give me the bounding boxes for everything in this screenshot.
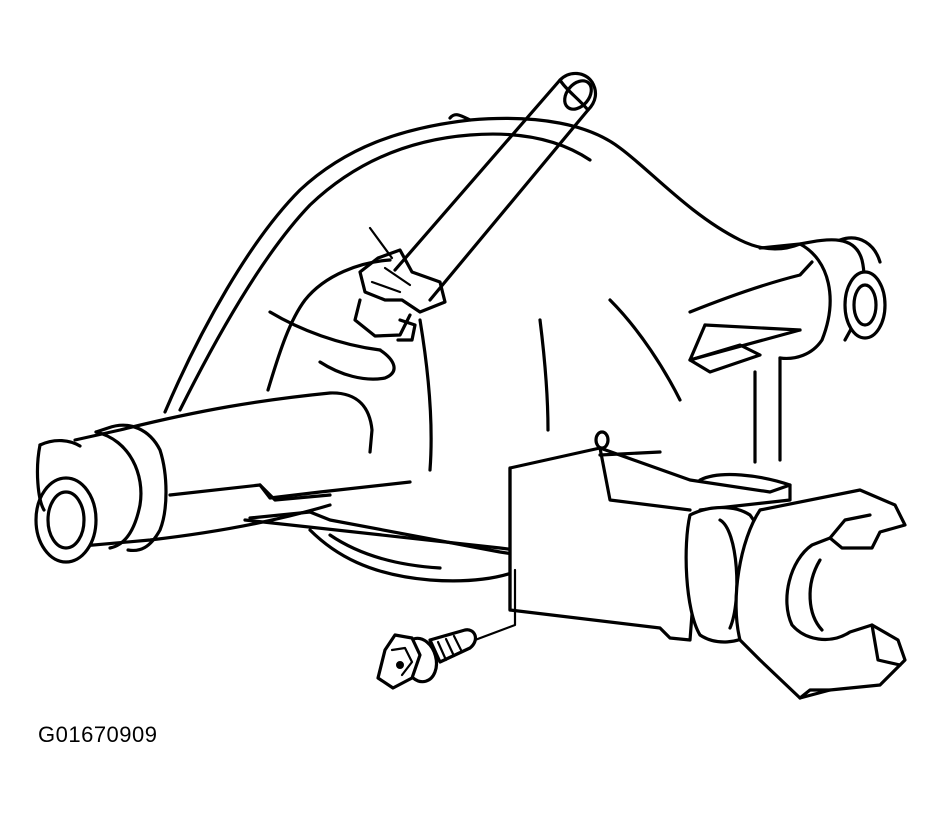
right-axle-tube	[688, 236, 887, 464]
left-axle-tube	[34, 391, 374, 564]
figure-id-label: G01670909	[38, 722, 158, 747]
bolt-icon	[376, 628, 478, 690]
pinion-yoke	[508, 430, 907, 700]
differential-housing	[163, 113, 802, 583]
vent-hose	[353, 71, 598, 342]
bolt-leader-line	[473, 568, 517, 642]
